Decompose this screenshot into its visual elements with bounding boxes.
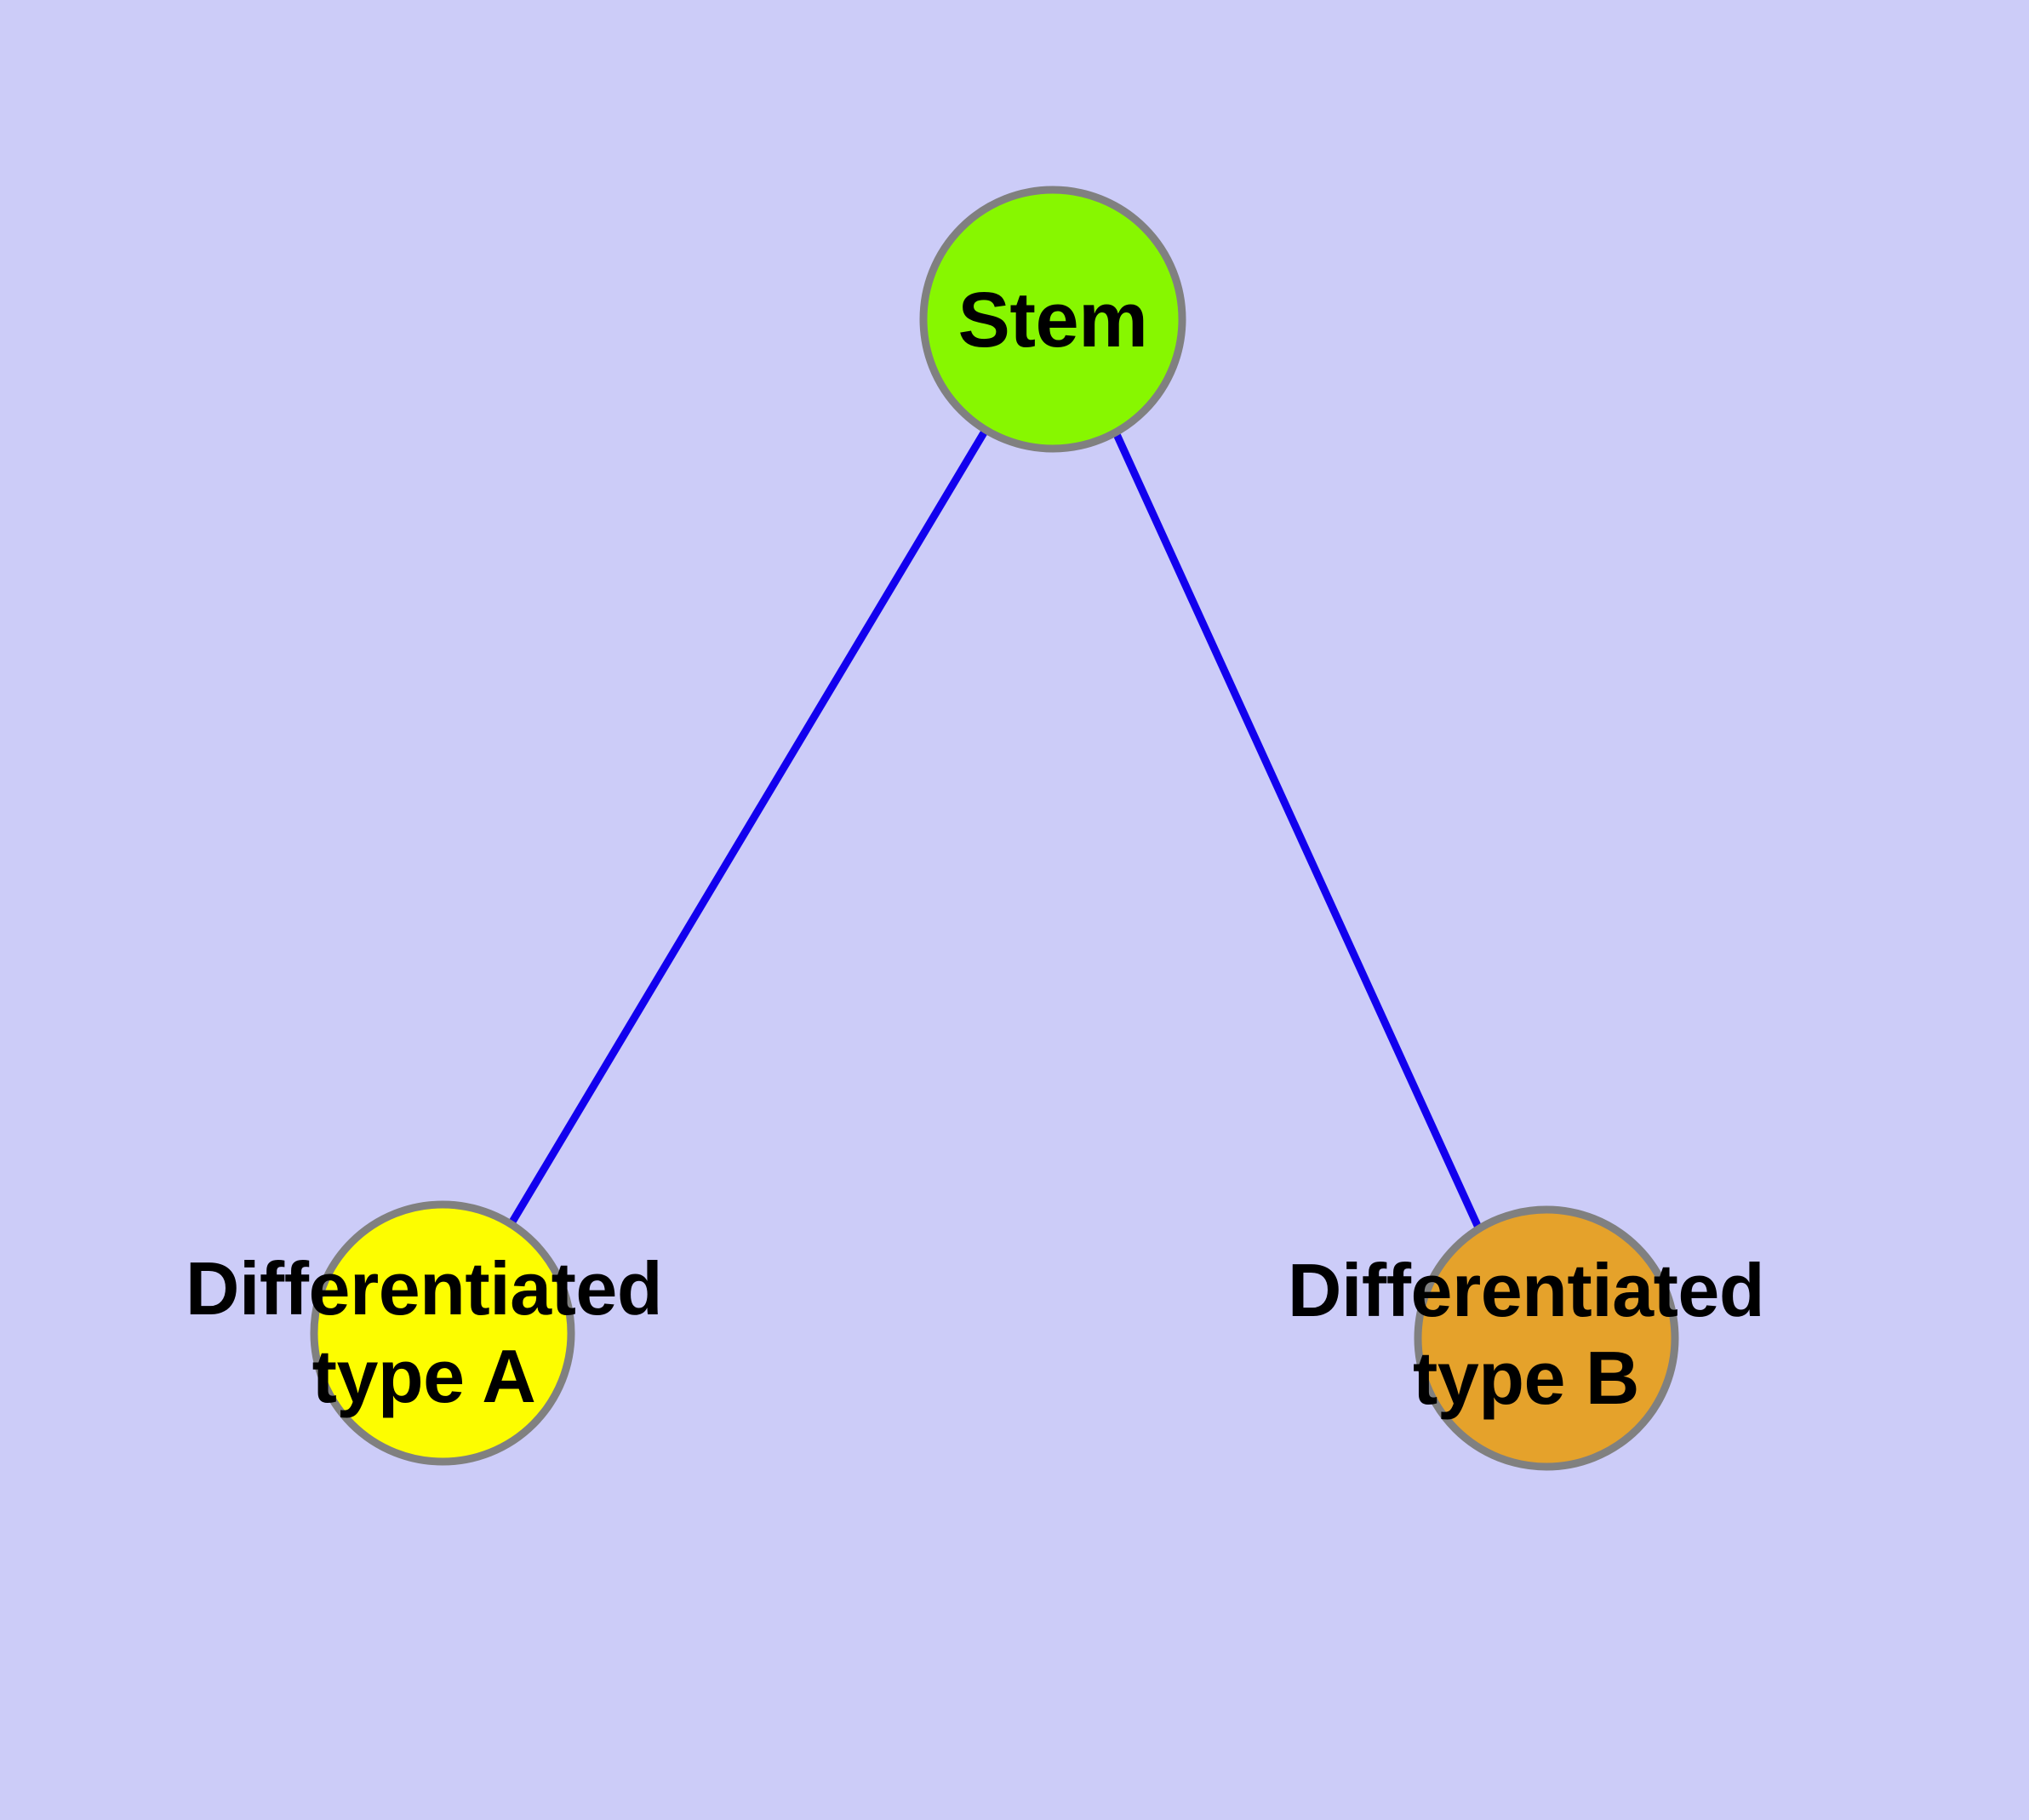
node-diff-a[interactable] [310, 1200, 575, 1466]
edge-stem-to-diff-b[interactable] [1112, 431, 1483, 1229]
edges-group [508, 427, 1483, 1229]
node-stem[interactable] [919, 186, 1186, 453]
nodes-group [310, 186, 1679, 1471]
node-diff-b[interactable] [1414, 1205, 1679, 1471]
edge-stem-to-diff-a[interactable] [508, 427, 989, 1226]
